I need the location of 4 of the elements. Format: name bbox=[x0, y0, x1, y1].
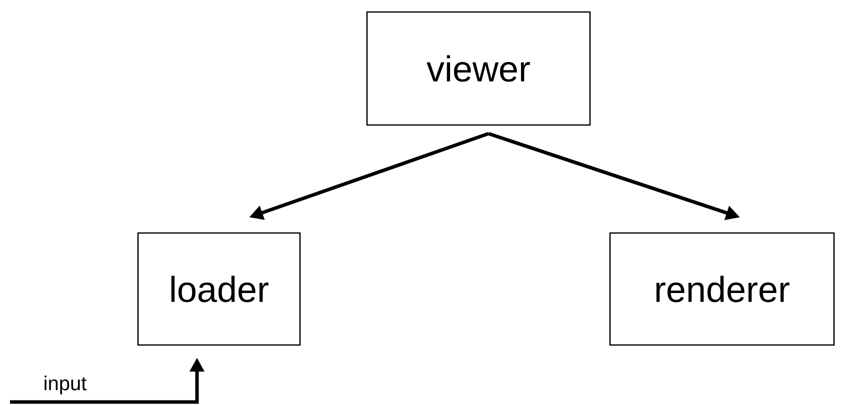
process-box: loader bbox=[137, 232, 301, 346]
process-box: renderer bbox=[609, 232, 835, 346]
edge-label: input bbox=[44, 376, 87, 394]
process-box: viewer bbox=[366, 11, 591, 126]
